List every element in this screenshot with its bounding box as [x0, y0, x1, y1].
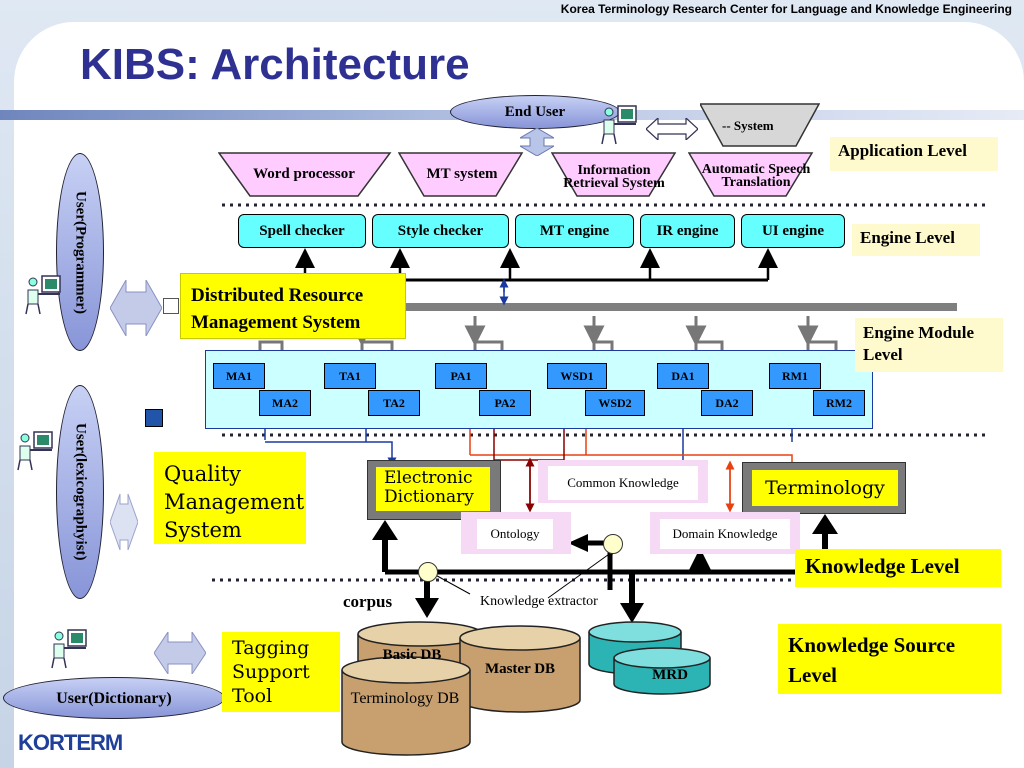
terminology: Terminology — [752, 470, 898, 506]
level-knowledge-source: Knowledge Source Level — [778, 624, 1001, 694]
system-label: -- System — [722, 118, 774, 133]
dictionary-double-arrow-icon — [154, 632, 206, 674]
db-master-label: Master DB — [484, 661, 556, 677]
engine-ir: IR engine — [640, 214, 735, 248]
programmer-computer-icon — [25, 275, 61, 315]
knowledge-extractor-label: Knowledge extractor — [480, 594, 598, 609]
app-speech-translation: Automatic Speech Translation — [701, 162, 811, 190]
programmer-double-arrow-icon — [110, 280, 162, 336]
db-terminology-label: Terminology DB — [350, 690, 460, 707]
module-rm1: RM1 — [769, 363, 821, 389]
user-programmer: User(Programmer) — [56, 153, 104, 351]
app-shape-word-processor — [218, 152, 392, 197]
app-mt-system: MT system — [426, 165, 498, 182]
corpus-label: corpus — [343, 592, 393, 611]
header-org: Korea Terminology Research Center for La… — [560, 2, 1012, 16]
module-wsd1: WSD1 — [547, 363, 607, 389]
level-application: Application Level — [830, 137, 998, 171]
user-lexicographyist: User(lexicographyist) — [56, 385, 104, 599]
app-word-processor: Word processor — [253, 165, 355, 182]
user-dictionary: User(Dictionary) — [3, 677, 225, 719]
module-ta2: TA2 — [368, 390, 420, 416]
app-ir-system: Information Retrieval System — [563, 163, 665, 191]
end-user: End User — [450, 95, 620, 129]
updown-arrow-icon — [520, 128, 554, 156]
app-shape-mt-system — [398, 152, 524, 197]
app-shape-ir-system — [551, 152, 677, 197]
common-knowledge: Common Knowledge — [548, 466, 698, 500]
module-pa2: PA2 — [479, 390, 531, 416]
lexicographyist-computer-icon — [17, 431, 53, 471]
user-programmer-label: User(Programmer) — [72, 190, 89, 314]
module-da2: DA2 — [701, 390, 753, 416]
database-cylinders — [341, 621, 581, 756]
module-ma2: MA2 — [259, 390, 311, 416]
module-ma1: MA1 — [213, 363, 265, 389]
engine-spell-checker: Spell checker — [238, 214, 366, 248]
module-pa1: PA1 — [435, 363, 487, 389]
domain-knowledge: Domain Knowledge — [660, 519, 790, 549]
module-rm2: RM2 — [813, 390, 865, 416]
engine-mt: MT engine — [515, 214, 634, 248]
level-knowledge: Knowledge Level — [795, 549, 1001, 587]
horizontal-double-arrow-icon — [646, 118, 698, 140]
app-shape-speech-translation — [688, 152, 814, 197]
slide-title: KIBS: Architecture — [80, 40, 470, 89]
dictionary-user-computer-icon — [51, 629, 87, 669]
extractor-node — [603, 534, 623, 554]
korterm-logo: KORTERM — [18, 730, 123, 755]
module-wsd2: WSD2 — [585, 390, 645, 416]
tagging-support-tool: Tagging Support Tool — [222, 632, 340, 712]
level-engine-module: Engine Module Level — [855, 318, 1003, 372]
user-dictionary-label: User(Dictionary) — [56, 689, 172, 707]
db-mrd-label: MRD — [652, 667, 688, 683]
engine-style-checker: Style checker — [372, 214, 509, 248]
level-engine: Engine Level — [852, 224, 980, 256]
lexicographyist-double-arrow-icon — [110, 493, 138, 551]
quality-management-system: Quality Management System — [154, 452, 306, 544]
mrd-cylinders — [588, 621, 711, 695]
end-user-label: End User — [504, 103, 566, 120]
user-computer-icon — [601, 105, 637, 145]
drms-box: Distributed Resource Management System — [180, 273, 406, 339]
user-lexicographyist-label: User(lexicographyist) — [72, 423, 89, 561]
system-trapezoid — [700, 103, 820, 147]
drms-connector-square — [163, 298, 179, 314]
electronic-dictionary: Electronic Dictionary — [376, 467, 490, 511]
blue-square-marker — [145, 409, 163, 427]
engine-ui: UI engine — [741, 214, 845, 248]
module-da1: DA1 — [657, 363, 709, 389]
corpus-node — [418, 562, 438, 582]
engine-module-box — [205, 350, 873, 429]
db-basic-label: Basic DB — [382, 647, 442, 663]
module-ta1: TA1 — [324, 363, 376, 389]
ontology: Ontology — [477, 519, 553, 549]
